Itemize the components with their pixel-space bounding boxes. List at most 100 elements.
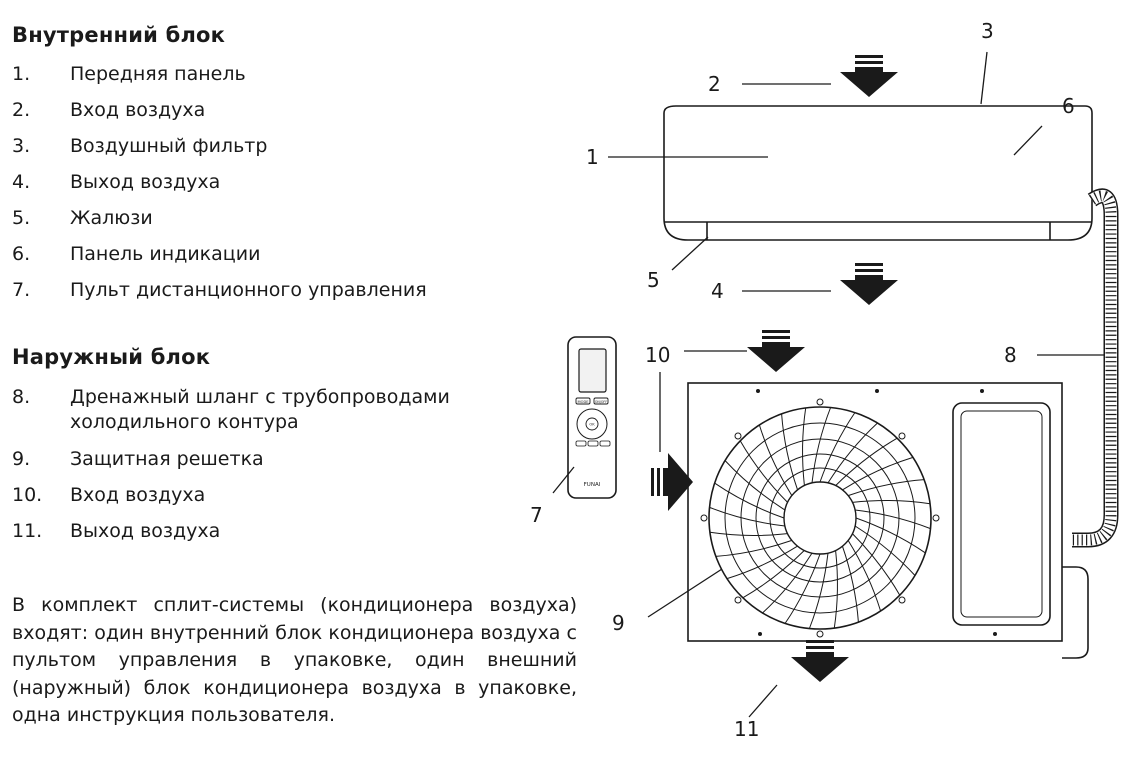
callout-3: 3 (981, 19, 994, 43)
remote-brand: FUNAI (584, 482, 601, 488)
item-number: 8. (12, 386, 31, 408)
callout-2: 2 (708, 72, 721, 96)
list-item: 1. Передняя панель (12, 56, 427, 92)
fan-guard-spoke (841, 545, 859, 623)
air-inlet-arrow-indoor (840, 55, 898, 97)
fan-guard-spoke (762, 552, 813, 614)
item-label: Пульт дистанционного управления (70, 279, 427, 301)
list-item: 5. Жалюзи (12, 200, 427, 236)
air-inlet-arrow-outdoor-top (747, 330, 805, 372)
item-number: 9. (12, 448, 31, 470)
fan-guard-mount-tab (932, 514, 940, 522)
fan-guard-mount-tab (898, 596, 906, 604)
fan-guard-spoke (811, 407, 832, 483)
fan-guard-spoke (827, 422, 878, 484)
air-outlet-arrow-outdoor (791, 640, 849, 682)
item-label: Вход воздуха (70, 99, 206, 121)
fan-guard-spoke (709, 531, 788, 536)
callout-5: 5 (647, 268, 660, 292)
list-item: 3. Воздушный фильтр (12, 128, 427, 164)
drain-hose (1072, 188, 1119, 548)
fan-guard-spoke (847, 479, 925, 497)
remote-mode-label: MODE (578, 400, 590, 404)
fan-guard-ring (755, 453, 885, 583)
item-label: Выход воздуха (70, 520, 221, 542)
fan-guard-spoke (854, 525, 916, 576)
list-item: 4.Выход воздуха (12, 164, 427, 200)
list-item: 8. Дренажный шланг с трубопроводами холоди… (12, 380, 450, 441)
item-label: Передняя панель (70, 63, 246, 85)
fan-guard-spoke (819, 412, 856, 483)
fan-guard-ring (769, 467, 871, 569)
fan-guard-spoke (808, 553, 829, 629)
fan-guard-mount-tab (700, 514, 708, 522)
item-label: Воздушный фильтр (70, 135, 268, 157)
fan-guard-spoke (847, 540, 882, 612)
fan-guard-spoke (833, 550, 838, 629)
list-item: 11. Выход воздуха (12, 513, 450, 549)
fan-guard-spoke (781, 413, 799, 491)
item-number: 5. (12, 207, 31, 229)
item-label-continued: холодильного контура (70, 411, 299, 433)
item-number: 3. (12, 135, 31, 157)
fan-guard-spoke (726, 545, 798, 580)
callout-9: 9 (612, 611, 625, 635)
fan-guard-spoke (724, 460, 786, 511)
callout-7: 7 (530, 503, 543, 527)
fan-guard-spoke (758, 424, 793, 496)
callout-numbers: 1 2 3 4 5 6 7 8 9 10 11 (530, 19, 1075, 741)
fan-guard-spoke (739, 440, 788, 503)
item-number: 11. (12, 520, 43, 542)
indoor-heading: Внутренний блок (12, 23, 226, 47)
fan-guard-spoke (835, 437, 898, 486)
air-outlet-arrow-indoor (840, 263, 898, 305)
fan-guard-spoke (715, 539, 793, 557)
fan-guard-mount-tab (816, 398, 824, 406)
outdoor-heading: Наружный блок (12, 345, 211, 369)
fan-guard-spoke (855, 509, 931, 530)
fan-guard-mount-tab (816, 630, 824, 638)
list-item: 6. Панель индикации (12, 236, 427, 272)
callout-1: 1 (586, 145, 599, 169)
fan-guard-spoke (855, 517, 926, 554)
fan-guard-spoke (784, 553, 821, 624)
remote-power-label: ON/OFF (595, 400, 607, 404)
fan-guard-spoke (852, 500, 931, 505)
package-contents-note: В комплект сплит-системы (кондиционера в… (12, 594, 577, 726)
list-item: 7. Пульт дистанционного управления (12, 272, 427, 308)
item-label: Жалюзи (70, 207, 153, 229)
callout-11: 11 (734, 717, 759, 741)
fan-guard-mount-tab (734, 432, 742, 440)
list-item: 2. Вход воздуха (12, 92, 427, 128)
item-number: 1. (12, 63, 31, 85)
remote-ok-label: OK (589, 423, 595, 427)
item-label: Дренажный шланг с трубопроводами (70, 386, 450, 408)
fan-guard-mount-tab (898, 432, 906, 440)
callout-10: 10 (645, 343, 670, 367)
item-number: 6. (12, 243, 31, 265)
item-number: 10. (12, 484, 43, 506)
fan-guard-spoke (709, 506, 785, 527)
callout-6: 6 (1062, 94, 1075, 118)
leader-lines (552, 51, 1105, 718)
item-number: 2. (12, 99, 31, 121)
item-label: Панель индикации (70, 243, 261, 265)
air-inlet-arrow-outdoor-side (651, 453, 693, 511)
fan-guard-spoke (802, 407, 807, 486)
item-number: 4. (12, 171, 31, 193)
list-item: 9.Защитная решетка (12, 441, 450, 477)
outdoor-unit (687, 382, 1089, 659)
fan-guard-spoke (714, 482, 785, 519)
outdoor-parts-list: 8. Дренажный шланг с трубопроводами холоди… (12, 380, 450, 549)
fan-guard-spoke (852, 533, 901, 596)
indoor-unit (663, 105, 1093, 241)
item-number: 7. (12, 279, 31, 301)
fan-guard-spoke (842, 456, 914, 491)
list-item: 10. Вход воздуха (12, 477, 450, 513)
indoor-parts-list: 1. Передняя панель 2. Вход воздуха 3. Возду… (12, 56, 427, 308)
item-label: Вход воздуха (70, 484, 206, 506)
remote-control: MODE ON/OFF OK FUNAI (567, 336, 617, 499)
callout-4: 4 (711, 279, 724, 303)
callout-8: 8 (1004, 343, 1017, 367)
